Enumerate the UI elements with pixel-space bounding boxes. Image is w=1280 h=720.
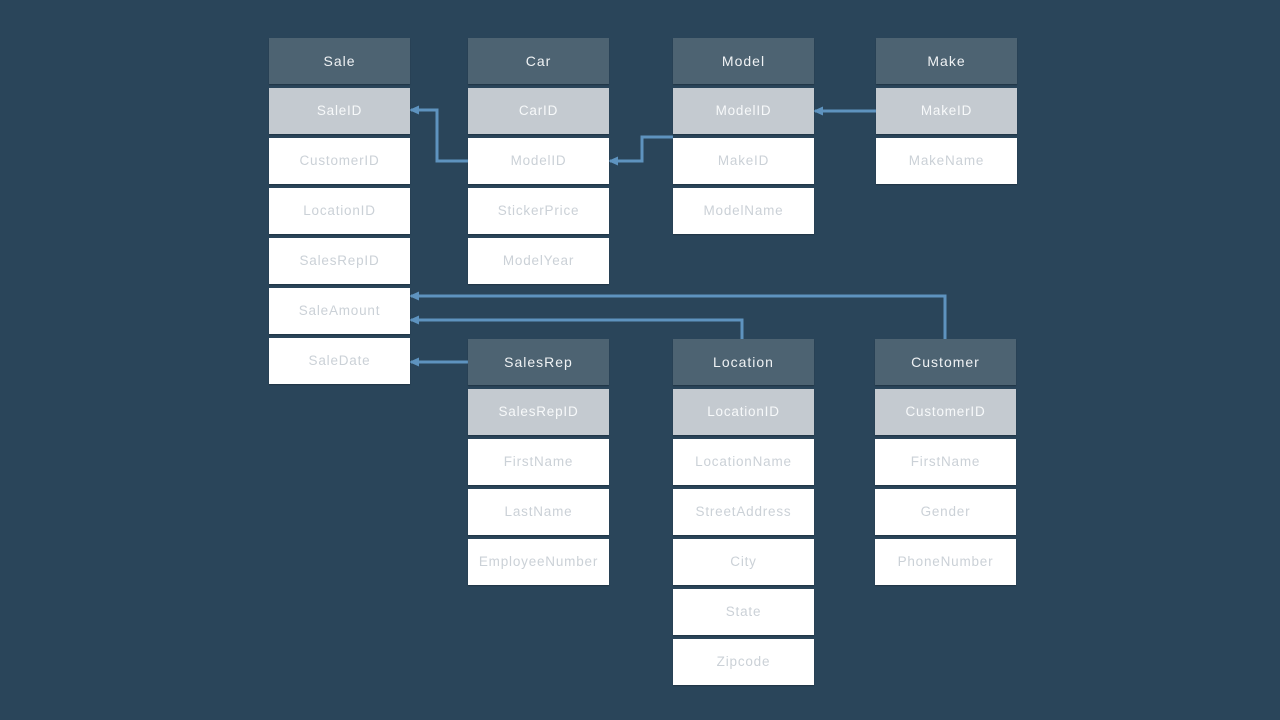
arrowhead-icon [608,156,618,166]
field-state: State [673,589,814,635]
field-firstname: FirstName [875,439,1016,485]
connection-sale.locationid-to-location [411,318,744,339]
connection-sale.customerid-to-customer [411,294,947,339]
field-saledate: SaleDate [269,338,410,384]
table-title-make: Make [876,38,1017,84]
arrowhead-icon [813,106,823,116]
field-modelid: ModelID [468,138,609,184]
arrowhead-icon [409,357,419,367]
field-customerid: CustomerID [269,138,410,184]
pk-field-saleid: SaleID [269,88,410,134]
field-locationid: LocationID [269,188,410,234]
arrowhead-icon [409,105,419,115]
field-salesrepid: SalesRepID [269,238,410,284]
field-saleamount: SaleAmount [269,288,410,334]
table-title-salesrep: SalesRep [468,339,609,385]
field-firstname: FirstName [468,439,609,485]
table-title-location: Location [673,339,814,385]
field-zipcode: Zipcode [673,639,814,685]
table-title-model: Model [673,38,814,84]
pk-field-carid: CarID [468,88,609,134]
table-title-customer: Customer [875,339,1016,385]
field-modelyear: ModelYear [468,238,609,284]
pk-field-salesrepid: SalesRepID [468,389,609,435]
field-stickerprice: StickerPrice [468,188,609,234]
pk-field-customerid: CustomerID [875,389,1016,435]
table-title-car: Car [468,38,609,84]
field-gender: Gender [875,489,1016,535]
connection-car.modelid-to-model.modelid [610,135,673,163]
field-lastname: LastName [468,489,609,535]
arrowhead-icon [409,315,419,325]
pk-field-makeid: MakeID [876,88,1017,134]
field-employeenumber: EmployeeNumber [468,539,609,585]
field-phonenumber: PhoneNumber [875,539,1016,585]
field-locationname: LocationName [673,439,814,485]
connection-sale.saleid-to-car.modelid [411,108,468,163]
pk-field-modelid: ModelID [673,88,814,134]
field-modelname: ModelName [673,188,814,234]
field-streetaddress: StreetAddress [673,489,814,535]
field-makeid: MakeID [673,138,814,184]
arrowhead-icon [409,291,419,301]
table-title-sale: Sale [269,38,410,84]
field-city: City [673,539,814,585]
field-makename: MakeName [876,138,1017,184]
pk-field-locationid: LocationID [673,389,814,435]
